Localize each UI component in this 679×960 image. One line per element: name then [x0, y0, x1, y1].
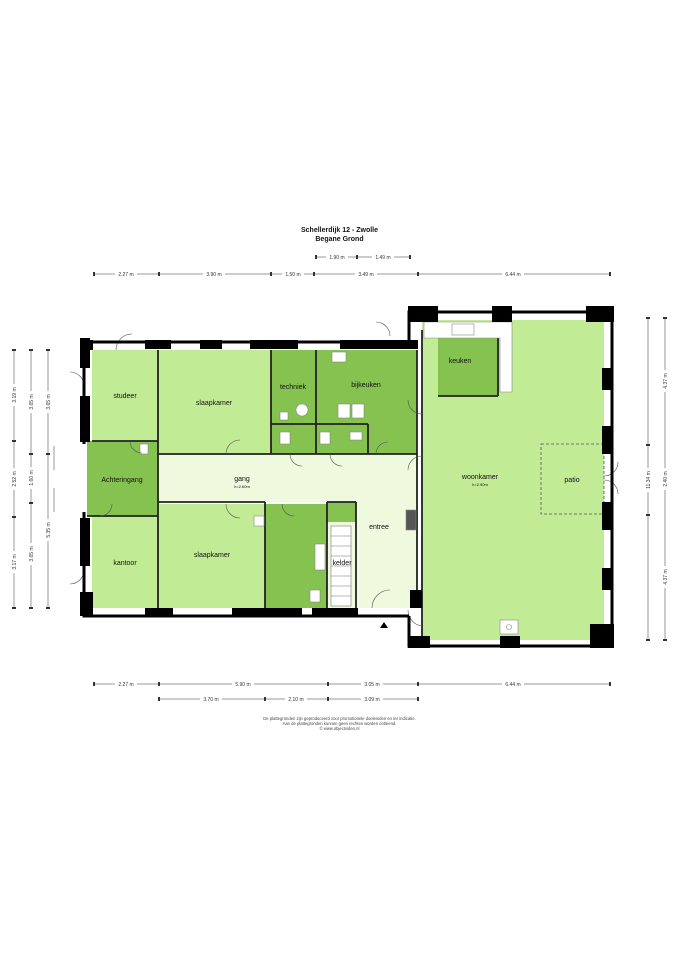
room-techniek: [271, 350, 316, 424]
dim-left-6: 3.65 m: [29, 546, 35, 561]
room-toilet-1: [271, 424, 316, 454]
dim-left-1: 3.19 m: [12, 387, 18, 402]
footer-line-2: Aan de plattegronden kunnen geen rechten…: [282, 721, 397, 726]
dim-right-2: 2.40 m: [663, 471, 669, 486]
dim-top-3: 1.50 m: [285, 272, 300, 278]
entrance-marker: [380, 622, 388, 628]
label-studeer: studeer: [113, 393, 137, 400]
dimension-labels: 1.90 m 1.49 m 2.27 m 3.90 m 1.50 m 3.49 …: [10, 253, 669, 703]
interior-walls: [87, 320, 499, 640]
fixtures: [139, 351, 519, 635]
room-slaapkamer-bottom: [158, 504, 265, 608]
room-studeer: [92, 350, 158, 441]
plan-title: Schellerdijk 12 - Zwolle: [300, 227, 379, 234]
dim-top-2: 3.90 m: [206, 272, 221, 278]
dim-top-4: 3.49 m: [358, 272, 373, 278]
label-woonkamer: woonkamer: [461, 474, 499, 481]
dim-left-7: 3.65 m: [46, 394, 52, 409]
dim-left-3: 3.17 m: [12, 554, 18, 569]
label-gang: gang: [234, 476, 250, 483]
plan-subtitle: Begane Grond: [315, 236, 364, 243]
room-gang: [158, 454, 417, 502]
footer-line-1: De plattegronden zijn geproduceerd voor …: [263, 716, 416, 721]
dim-top-1: 2.27 m: [118, 272, 133, 278]
label-bijkeuken: bijkeuken: [351, 382, 381, 389]
dim-bottom-2: 5.90 m: [235, 682, 250, 688]
dim-top-small-1: 1.90 m: [329, 255, 344, 261]
label-kantoor: kantoor: [113, 560, 137, 567]
dim-left-5: 1.60 m: [29, 470, 35, 485]
dim-right-total: 11.34 m: [646, 471, 652, 489]
dim-bottom-7: 3.09 m: [364, 697, 379, 703]
label-woonkamer-height: h=2.90m: [472, 482, 488, 487]
room-keuken: [438, 338, 498, 396]
dim-bottom-6: 2.10 m: [288, 697, 303, 703]
label-achteringang: Achteringang: [101, 477, 142, 484]
label-entree: entree: [369, 524, 389, 531]
doors: [53, 321, 619, 627]
label-keuken: keuken: [449, 358, 472, 365]
dim-top-5: 6.44 m: [505, 272, 520, 278]
dim-top-small-2: 1.49 m: [375, 255, 390, 261]
dim-left-8: 5.35 m: [46, 522, 52, 537]
room-fills: [87, 320, 604, 640]
label-slaapkamer-bottom: slaapkamer: [194, 552, 231, 559]
dim-left-4: 3.65 m: [29, 394, 35, 409]
room-labels: studeer slaapkamer techniek bijkeuken ke…: [101, 358, 579, 567]
label-gang-height: h=2.60m: [234, 484, 250, 489]
room-kast: [327, 502, 356, 522]
dim-right-3: 4.37 m: [663, 569, 669, 584]
dim-bottom-5: 3.70 m: [203, 697, 218, 703]
wall-piers: [80, 306, 614, 648]
dim-bottom-4: 6.44 m: [505, 682, 520, 688]
footer-note: De plattegronden zijn geproduceerd voor …: [0, 716, 679, 731]
room-kantoor: [92, 516, 158, 608]
label-techniek: techniek: [280, 384, 307, 391]
room-slaapkamer-top: [158, 350, 271, 454]
dimension-ticks: [12, 255, 667, 701]
patio-outline: [540, 443, 605, 515]
dim-right-1: 4.37 m: [663, 373, 669, 388]
label-slaapkamer-top: slaapkamer: [196, 400, 233, 407]
stairs: [330, 525, 352, 607]
footer-line-3: © www.objectvideo.nl: [319, 726, 360, 731]
dim-bottom-1: 2.27 m: [118, 682, 133, 688]
dim-bottom-3: 3.05 m: [364, 682, 379, 688]
label-kelder: kelder: [332, 560, 352, 567]
dim-left-2: 2.52 m: [12, 471, 18, 486]
label-patio: patio: [564, 477, 579, 484]
